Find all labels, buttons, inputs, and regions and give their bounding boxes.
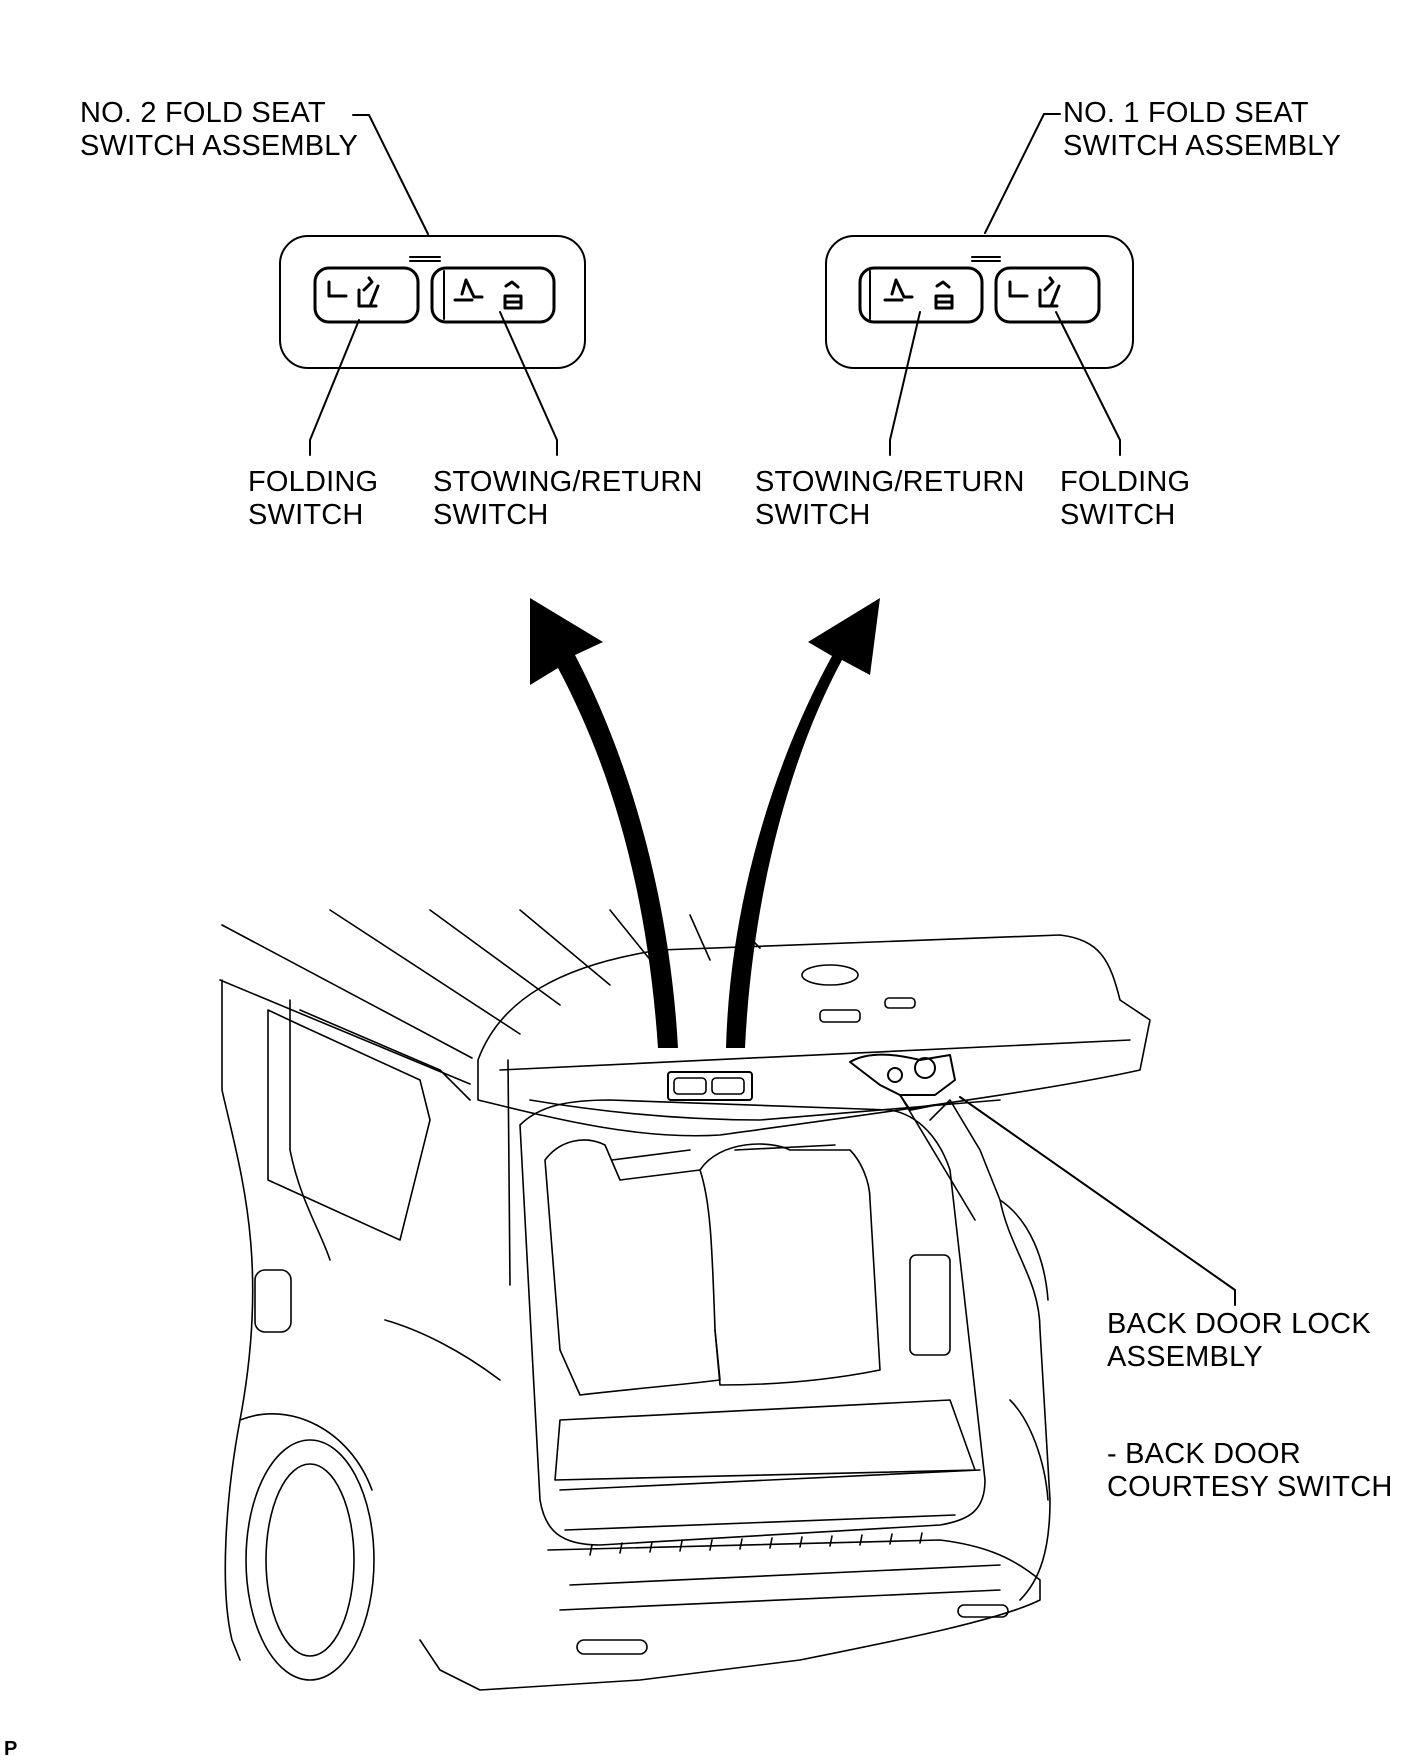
- label-line: COURTESY SWITCH: [1107, 1471, 1393, 1503]
- label-line: STOWING/RETURN: [433, 466, 703, 498]
- label-line: ASSEMBLY: [1107, 1341, 1263, 1373]
- rear-door-switch-icon: [667, 1071, 753, 1101]
- back-door-lock-mechanism: [849, 1053, 956, 1111]
- arrows: [530, 598, 880, 1048]
- seat-fold-icon: [1008, 276, 1061, 308]
- back-door-panel: [477, 934, 1151, 1137]
- left-stowing-return-switch-label: STOWING/RETURN SWITCH: [433, 466, 703, 532]
- no2-fold-seat-switch-assembly-label: NO. 2 FOLD SEAT SWITCH ASSEMBLY: [80, 97, 358, 163]
- back-door-courtesy-switch-label: - BACK DOOR COURTESY SWITCH: [1107, 1438, 1393, 1504]
- rear-bumper: [419, 1539, 1041, 1691]
- no1-assembly-leader: [984, 113, 1061, 234]
- no1-fold-seat-switch-assembly-label: NO. 1 FOLD SEAT SWITCH ASSEMBLY: [1063, 97, 1341, 163]
- right-stowing-leader: [889, 311, 921, 456]
- corner-mark: P: [4, 1738, 18, 1760]
- label-line: STOWING/RETURN: [755, 466, 1025, 498]
- label-line: SWITCH: [755, 499, 871, 531]
- label-line: NO. 1 FOLD SEAT: [1063, 97, 1309, 129]
- back-door-lock-assembly-label: BACK DOOR LOCK ASSEMBLY: [1107, 1308, 1371, 1374]
- no1-stowing-switch-button[interactable]: [858, 266, 984, 324]
- no2-switch-panel: [279, 235, 586, 369]
- label-line: FOLDING: [248, 466, 379, 498]
- label-line: SWITCH ASSEMBLY: [1063, 130, 1342, 162]
- left-stowing-leader: [499, 311, 558, 456]
- cargo-opening: [519, 1099, 986, 1546]
- seat-stow-icon: [883, 278, 954, 310]
- label-line: SWITCH ASSEMBLY: [80, 130, 359, 162]
- label-line: SWITCH: [248, 499, 364, 531]
- right-arrow: [726, 598, 880, 1048]
- right-stowing-return-switch-label: STOWING/RETURN SWITCH: [755, 466, 1025, 532]
- no2-folding-switch-button[interactable]: [313, 266, 420, 324]
- no2-assembly-leader: [352, 114, 429, 235]
- vehicle-rear-view: [219, 909, 1151, 1691]
- right-folding-leader: [1055, 311, 1121, 456]
- right-folding-switch-label: FOLDING SWITCH: [1060, 466, 1190, 532]
- left-folding-switch-label: FOLDING SWITCH: [248, 466, 378, 532]
- back-door-lock-leader: [959, 1096, 1236, 1306]
- label-line: NO. 2 FOLD SEAT: [80, 97, 326, 129]
- no2-stowing-switch-button[interactable]: [430, 266, 556, 324]
- label-line: FOLDING: [1060, 466, 1191, 498]
- label-line: SWITCH: [1060, 499, 1176, 531]
- leader-lines: [309, 113, 1236, 1306]
- seat-fold-icon: [327, 276, 380, 308]
- seat-stow-icon: [453, 278, 523, 310]
- left-folding-leader: [309, 319, 360, 456]
- left-arrow: [530, 598, 678, 1048]
- label-line: SWITCH: [433, 499, 549, 531]
- label-line: - BACK DOOR: [1107, 1438, 1301, 1470]
- no1-switch-panel: [825, 235, 1134, 369]
- no1-folding-switch-button[interactable]: [994, 266, 1101, 324]
- label-line: BACK DOOR LOCK: [1107, 1308, 1371, 1340]
